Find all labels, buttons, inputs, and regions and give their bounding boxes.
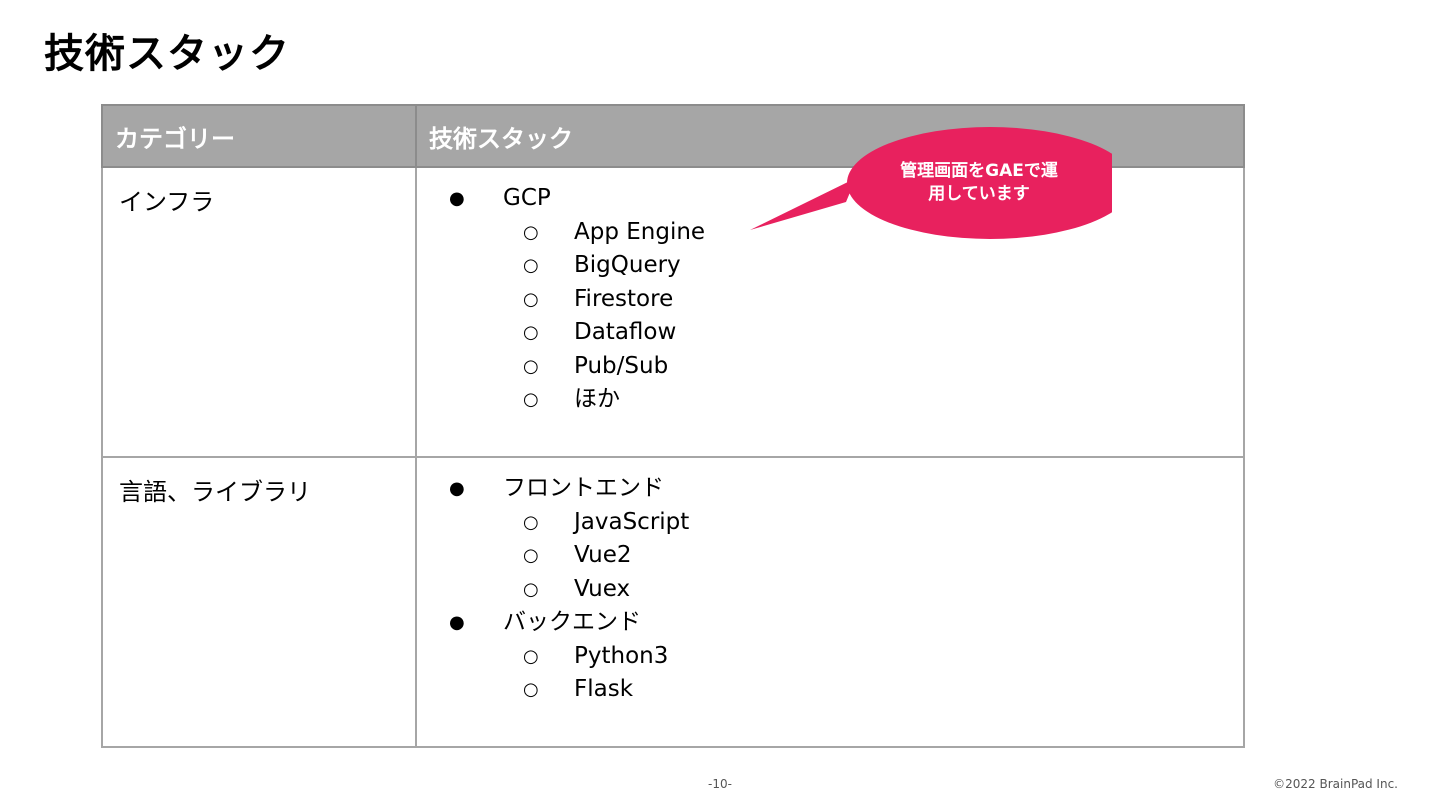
slide-title: 技術スタック: [44, 31, 290, 77]
bullet-hollow-icon: ○: [523, 389, 539, 410]
page-number: -10-: [708, 777, 732, 791]
item-label: バックエンド: [503, 609, 641, 635]
bullet-hollow-icon: ○: [523, 255, 539, 276]
item-label: App Engine: [574, 218, 706, 245]
item-label: Python3: [574, 642, 669, 669]
callout-text: 管理画面をGAEで運 用しています: [864, 160, 1094, 206]
list-item: ○ BigQuery: [417, 249, 1243, 283]
item-label: Vue2: [574, 542, 632, 568]
list-item: ● フロントエンド: [417, 472, 1243, 506]
bullet-filled-icon: ●: [449, 478, 465, 499]
category-cell: 言語、ライブラリ: [101, 456, 417, 748]
bullet-hollow-icon: ○: [523, 578, 539, 600]
item-label: GCP: [503, 185, 551, 211]
list-item: ○ App Engine: [417, 216, 1243, 250]
item-label: Vuex: [574, 575, 631, 602]
list-item: ○ Vuex: [417, 573, 1243, 607]
stack-list: ● GCP ○ App Engine ○ BigQuery ○ Firestor…: [417, 182, 1243, 417]
column-header-category: カテゴリー: [101, 104, 417, 168]
stack-list: ● フロントエンド ○ JavaScript ○ Vue2 ○ Vuex: [417, 472, 1243, 707]
bullet-hollow-icon: ○: [523, 645, 539, 667]
item-label: BigQuery: [574, 252, 681, 278]
speech-bubble-callout: 管理画面をGAEで運 用しています: [746, 126, 1112, 240]
list-item: ○ Python3: [417, 640, 1243, 674]
bullet-hollow-icon: ○: [523, 288, 539, 310]
bullet-hollow-icon: ○: [523, 511, 539, 533]
list-item: ○ Dataflow: [417, 316, 1243, 350]
list-item: ○ ほか: [417, 383, 1243, 417]
speech-bubble-shape: [750, 127, 1112, 239]
item-label: Dataflow: [574, 319, 677, 345]
bullet-filled-icon: ●: [449, 612, 465, 633]
list-item: ○ Firestore: [417, 283, 1243, 317]
bullet-hollow-icon: ○: [523, 679, 539, 700]
item-label: JavaScript: [574, 508, 690, 535]
category-cell: インフラ: [101, 166, 417, 458]
bullet-hollow-icon: ○: [523, 545, 539, 566]
item-label: Firestore: [574, 285, 674, 312]
bullet-hollow-icon: ○: [523, 221, 539, 243]
callout-line: 用しています: [928, 184, 1030, 204]
stack-cell: ● フロントエンド ○ JavaScript ○ Vue2 ○ Vuex: [415, 456, 1245, 748]
bullet-filled-icon: ●: [449, 188, 465, 209]
item-label: Flask: [574, 676, 634, 702]
item-label: フロントエンド: [503, 475, 664, 501]
callout-line: 管理画面をGAEで運: [900, 161, 1058, 181]
list-item: ● GCP: [417, 182, 1243, 216]
list-item: ○ Flask: [417, 673, 1243, 707]
item-label: Pub/Sub: [574, 352, 669, 379]
table-row: 言語、ライブラリ ● フロントエンド ○ JavaScript ○ Vue2: [101, 456, 1245, 748]
table-row: インフラ ● GCP ○ App Engine ○ BigQuery: [101, 166, 1245, 458]
copyright: ©2022 BrainPad Inc.: [1273, 777, 1398, 791]
list-item: ○ JavaScript: [417, 506, 1243, 540]
list-item: ● バックエンド: [417, 606, 1243, 640]
bullet-hollow-icon: ○: [523, 355, 539, 377]
bullet-hollow-icon: ○: [523, 322, 539, 343]
item-label: ほか: [574, 386, 620, 412]
list-item: ○ Vue2: [417, 539, 1243, 573]
list-item: ○ Pub/Sub: [417, 350, 1243, 384]
